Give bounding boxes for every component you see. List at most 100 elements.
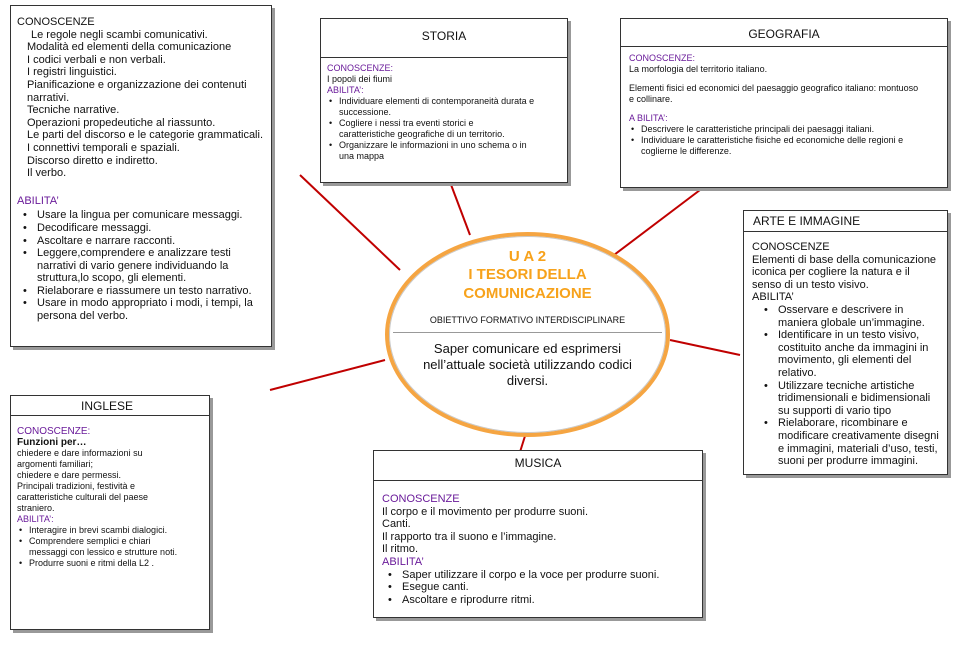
musica-conoscenze-list: Il corpo e il movimento per produrre suo… [382, 506, 694, 556]
arte-abilita-label: ABILITA’ [752, 291, 794, 304]
inglese-abilita-item-line: Interagire in brevi scambi dialogici. [29, 525, 168, 535]
arte-abilita-item-line: su supporti di vario tipo [778, 404, 892, 417]
musica-abilita-item-line: Esegue canti. [402, 581, 469, 594]
storia-abilita-list: Individuare elementi di contemporaneità … [327, 96, 561, 162]
italiano-abilita-item-line: Leggere,comprendere e analizzare testi [37, 247, 231, 260]
unit-code: U A 2 [508, 248, 547, 265]
italiano-abilita-item-line: Rielaborare e riassumere un testo narrat… [37, 284, 252, 297]
objective-text-line: Saper comunicare ed esprimersi [433, 341, 622, 356]
italiano-conoscenza-item: Operazioni propedeutiche al riassunto. [27, 116, 216, 129]
italiano-abilita-item: Rielaborare e riassumere un testo narrat… [17, 285, 265, 298]
storia-abilita-item: Cogliere i nessi tra eventi storici ecar… [327, 118, 561, 140]
italiano-abilita-item-line: Ascoltare e narrare racconti. [37, 234, 176, 247]
musica-abilita-list: Saper utilizzare il corpo e la voce per … [382, 569, 694, 607]
italiano-abilita-item-line: struttura,lo scopo, gli elementi. [37, 272, 187, 285]
storia-abilita-item: Individuare elementi di contemporaneità … [327, 96, 561, 118]
musica-abilita-item-line: Saper utilizzare il corpo e la voce per … [402, 568, 660, 581]
arte-abilita-item-line: modificare creativamente disegni [778, 429, 939, 442]
geografia-conoscenze-list: La morfologia del territorio italiano. El… [629, 64, 939, 105]
arte-conoscenza-item: Elementi di base della comunicazione [752, 253, 937, 266]
arte-abilita-item-line: e immagini, materiali d’uso, testi, [778, 442, 938, 455]
connector-to-inglese [269, 359, 386, 391]
geografia-conoscenza-item-line: Elementi fisici ed economici del paesagg… [629, 83, 919, 93]
musica-abilita-item: Saper utilizzare il corpo e la voce per … [382, 569, 694, 582]
geografia-conoscenza-item: Elementi fisici ed economici del paesagg… [629, 83, 939, 105]
geografia-title-divider [621, 46, 947, 47]
geografia-conoscenza-item: La morfologia del territorio italiano. [629, 64, 939, 75]
geografia-conoscenza-item-line: e collinare. [629, 94, 673, 104]
italiano-conoscenza-item: I connettivi temporali e spaziali. [27, 141, 180, 154]
arte-box: ARTE E IMMAGINE CONOSCENZE Elementi di b… [743, 210, 948, 475]
arte-abilita-item-line: Utilizzare tecniche artistiche [778, 379, 915, 392]
arte-conoscenza-item: senso di un testo visivo. [752, 278, 869, 291]
storia-title-divider [321, 57, 567, 58]
arte-conoscenza-item: iconica per cogliere la natura e il [752, 266, 910, 279]
inglese-abilita-item-line: Produrre suoni e ritmi della L2 . [29, 558, 155, 568]
arte-abilita-item-line: relativo. [778, 366, 817, 379]
storia-conoscenze-label: CONOSCENZE: [327, 63, 394, 73]
musica-box: MUSICA CONOSCENZE Il corpo e il moviment… [373, 450, 703, 618]
italiano-abilita-item-line: Decodificare messaggi. [37, 221, 152, 234]
inglese-abilita-item: Interagire in brevi scambi dialogici. [17, 525, 203, 536]
geografia-abilita-item: Individuare le caratteristiche fisiche e… [629, 135, 939, 157]
inglese-abilita-list: Interagire in brevi scambi dialogici.Com… [17, 525, 203, 569]
geografia-conoscenze-label: CONOSCENZE: [629, 53, 696, 63]
inglese-conoscenze-label: CONOSCENZE: [17, 426, 91, 437]
musica-abilita-item: Esegue canti. [382, 581, 694, 594]
inglese-box: INGLESE CONOSCENZE: Funzioni per… chiede… [10, 395, 210, 630]
arte-conoscenze-label: CONOSCENZE [752, 241, 830, 253]
italiano-abilita-item: Ascoltare e narrare racconti. [17, 235, 265, 248]
arte-abilita-item-line: Osservare e descrivere in [778, 303, 904, 316]
italiano-conoscenza-item: Pianificazione e organizzazione dei cont… [27, 78, 247, 91]
objective-text-line: nell’attuale società utilizzando codici [423, 357, 632, 372]
inglese-conoscenza-item: straniero. [17, 503, 55, 513]
unit-title-line: I TESORI DELLA [468, 266, 587, 283]
arte-abilita-item-line: movimento, gli elementi del [778, 354, 912, 367]
storia-abilita-label: ABILITA’: [327, 85, 364, 95]
arte-title: ARTE E IMMAGINE [753, 214, 861, 228]
italiano-box: CONOSCENZE Le regole negli scambi comuni… [10, 5, 272, 347]
storia-title: STORIA [421, 29, 467, 43]
storia-abilita-item-line: caratteristiche geografiche di un territ… [339, 129, 505, 139]
italiano-abilita-item-line: Usare la lingua per comunicare messaggi. [37, 209, 243, 222]
italiano-conoscenza-item: narrativi. [27, 91, 70, 104]
connector-to-storia [449, 181, 471, 236]
italiano-conoscenze-label: CONOSCENZE [17, 16, 95, 28]
objective-divider [393, 332, 662, 333]
inglese-abilita-item: Produrre suoni e ritmi della L2 . [17, 558, 203, 569]
musica-abilita-item: Ascoltare e riprodurre ritmi. [382, 594, 694, 607]
storia-abilita-item-line: Organizzare le informazioni in uno schem… [339, 140, 527, 150]
storia-conoscenze-list: I popoli dei fiumi [327, 74, 561, 85]
italiano-conoscenza-item: Le parti del discorso e le categorie gra… [27, 129, 264, 142]
inglese-conoscenza-item: Principali tradizioni, festività e [17, 481, 136, 491]
italiano-abilita-item-line: persona del verbo. [37, 310, 129, 323]
storia-abilita-item-line: una mappa [339, 151, 385, 161]
storia-abilita-item-line: Individuare elementi di contemporaneità … [339, 96, 535, 106]
storia-abilita-item-line: Cogliere i nessi tra eventi storici e [339, 118, 474, 128]
geografia-abilita-label: A BILITA’: [629, 113, 668, 123]
inglese-abilita-item-line: messaggi con lessico e strutture noti. [29, 547, 178, 557]
central-ellipse [385, 232, 670, 437]
inglese-funzioni-label: Funzioni per… [17, 437, 87, 448]
italiano-conoscenza-item: I registri linguistici. [27, 66, 117, 79]
connector-to-arte [669, 339, 741, 356]
musica-abilita-item-line: Ascoltare e riprodurre ritmi. [402, 593, 535, 606]
musica-conoscenza-item: Canti. [382, 518, 411, 531]
musica-title: MUSICA [514, 456, 562, 470]
italiano-abilita-item: Decodificare messaggi. [17, 222, 265, 235]
italiano-abilita-item-line: narrativi di vario genere individuando l… [37, 259, 229, 272]
arte-abilita-item: Utilizzare tecniche artistichetridimensi… [758, 380, 939, 418]
arte-abilita-item-line: maniera globale un’immagine. [778, 316, 925, 329]
arte-abilita-item-line: costituito anche da immagini in [778, 341, 929, 354]
musica-title-divider [374, 480, 702, 481]
geografia-box: GEOGRAFIA CONOSCENZE: La morfologia del … [620, 18, 948, 188]
arte-abilita-item: Identificare in un testo visivo,costitui… [758, 329, 939, 379]
